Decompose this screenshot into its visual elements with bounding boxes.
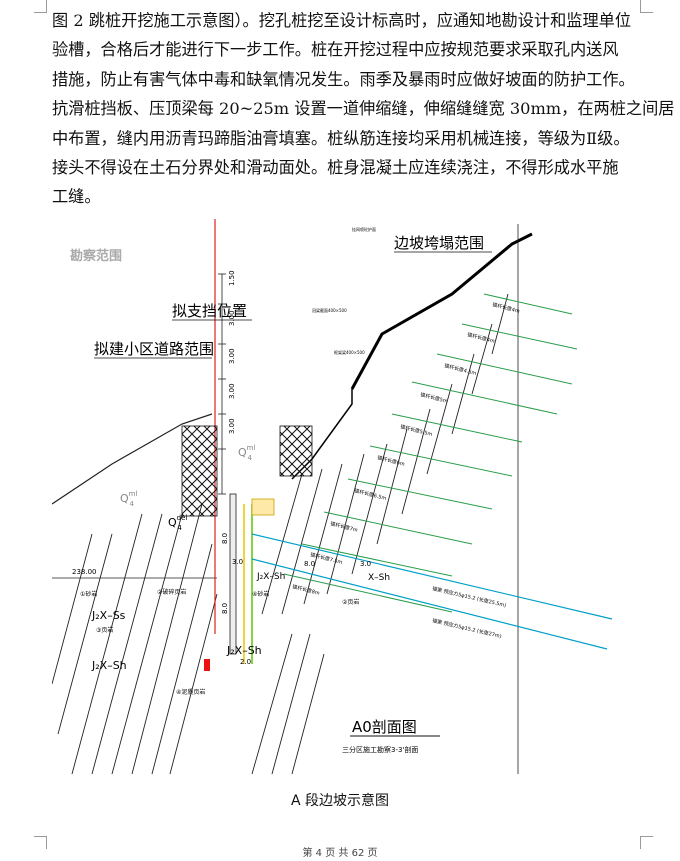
scale-number: 3.00 <box>228 348 236 364</box>
paragraph-line: 接头不得设在土石分界处和滑动面处。桩身混凝土应连续浇注，不得形成水平施 <box>52 158 619 178</box>
strata-label-sh-mid2: J₂X–Sh <box>256 572 285 582</box>
anchor-label: 锚杆长度5m <box>420 391 449 405</box>
anchor-label: 锚杆长度4.5m <box>444 362 478 377</box>
paragraph-line: 工缝。 <box>52 187 101 207</box>
body-paragraph: 图 2 跳桩开挖施工示意图）。挖孔桩挖至设计标高时，应通知地勘设计和监理单位 验… <box>52 6 675 212</box>
slope-collapse-label: 边坡垮塌范围 <box>394 234 484 252</box>
lithology-label: ④泥质页岩 <box>176 688 205 696</box>
scale-number: 3.00 <box>228 383 236 399</box>
ground-line-left <box>52 413 213 505</box>
figure-caption: A 段边坡示意图 <box>290 793 390 809</box>
lithology-label: ④砂岩 <box>252 590 269 598</box>
strata-label-sh-right: X–Sh <box>368 573 390 583</box>
height-dimension-ladder <box>218 273 226 495</box>
dimension-label: 2.0 <box>240 658 251 666</box>
scale-number: 1.50 <box>228 270 236 286</box>
slope-section-figure: 1.50 3.00 3.00 3.00 3.00 <box>52 214 642 780</box>
anchor-label: 锚杆长度7m <box>330 520 359 534</box>
scale-number: 3.00 <box>228 418 236 434</box>
dimension-label: 3.0 <box>360 560 371 568</box>
page-corner-mark-bottom-right <box>640 836 653 849</box>
dimension-label: 8.0 <box>221 603 229 614</box>
lithology-label: ②破碎页岩 <box>157 588 186 596</box>
beam-top-label: 冠梁截面400×500 <box>312 307 347 313</box>
lithology-label: ①砂岩 <box>80 590 97 598</box>
beam-mid-label: 框架梁400×500 <box>334 349 365 355</box>
section-drawing: 1.50 3.00 3.00 3.00 3.00 <box>52 219 613 775</box>
anchor-label: 锚杆长度8m <box>292 583 321 597</box>
rock-strata-hatching <box>52 293 509 775</box>
section-subtitle: 三分区施工勘察3-3'剖面 <box>342 745 418 754</box>
page-footer: 第 4 页 共 62 页 <box>302 848 378 859</box>
fill-soil-block-left <box>181 425 218 517</box>
slope-face-frame <box>350 232 533 390</box>
survey-range-label: 勘察范围 <box>70 248 122 264</box>
paragraph-line: 图 2 跳桩开挖施工示意图）。挖孔桩挖至设计标高时，应通知地勘设计和监理单位 <box>52 11 632 30</box>
dimension-label: 8.0 <box>221 533 229 544</box>
paragraph-line: 抗滑桩挡板、压顶梁每 20~25m 设置一道伸缩缝，伸缩缝缝宽 30mm，在两桩… <box>52 99 675 119</box>
long-anchor-cables <box>251 533 613 650</box>
section-title: A0剖面图 <box>352 718 417 736</box>
lithology-label: ②页岩 <box>342 598 359 606</box>
proposed-support-label: 拟支挡位置 <box>172 302 247 320</box>
elevation-label: 238.00 <box>72 568 97 576</box>
anchor-label: 锚杆长度4m <box>492 301 521 315</box>
anchor-label: 锚杆长度4m <box>467 331 496 345</box>
page-corner-mark-top-left <box>34 0 47 13</box>
slope-toe-line <box>291 389 353 480</box>
dimension-label: 8.0 <box>304 560 315 568</box>
paragraph-line: 验槽，合格后才能进行下一步工作。桩在开挖过程中应按规范要求采取孔内送风 <box>52 40 619 60</box>
paragraph-line: 措施，防止有害气体中毒和缺氧情况发生。雨季及暴雨时应做好坡面的防护工作。 <box>52 69 635 89</box>
proposed-road-label: 拟建小区道路范围 <box>94 340 214 358</box>
anchor-top-note: 挂网喷砼护面 <box>352 226 376 232</box>
anchor-label: 锚杆长度5.5m <box>400 423 434 438</box>
anchor-cable-label: 锚索 预应力5φ15.2 (长度27m) <box>432 617 503 640</box>
anchor-cable-label: 锚索 预应力5φ15.2 (长度25.5m) <box>432 585 507 609</box>
page-corner-mark-bottom-left <box>34 836 47 849</box>
page-corner-mark-top-right <box>640 0 653 13</box>
pile-cap-beam <box>251 498 275 516</box>
strata-label-ss: J₂X–Ss <box>91 609 126 622</box>
fill-soil-block-right <box>279 425 313 477</box>
anchor-label: 锚杆长度6.5m <box>354 487 388 502</box>
paragraph-line: 中布置，缝内用沥青玛蹄脂油膏填塞。桩纵筋连接均采用机械连接，等级为Ⅱ级。 <box>52 128 630 148</box>
strata-label-sh-mid: J₂X–Sh <box>226 644 262 657</box>
lithology-label: ③页岩 <box>96 626 113 634</box>
red-marker <box>204 659 210 671</box>
dimension-label: 3.0 <box>232 558 243 566</box>
strata-label-sh-left: J₂X–Sh <box>91 659 127 672</box>
anchor-rods <box>283 293 578 613</box>
anti-slide-pile <box>229 493 237 655</box>
scale-number: 3.00 <box>228 310 236 326</box>
